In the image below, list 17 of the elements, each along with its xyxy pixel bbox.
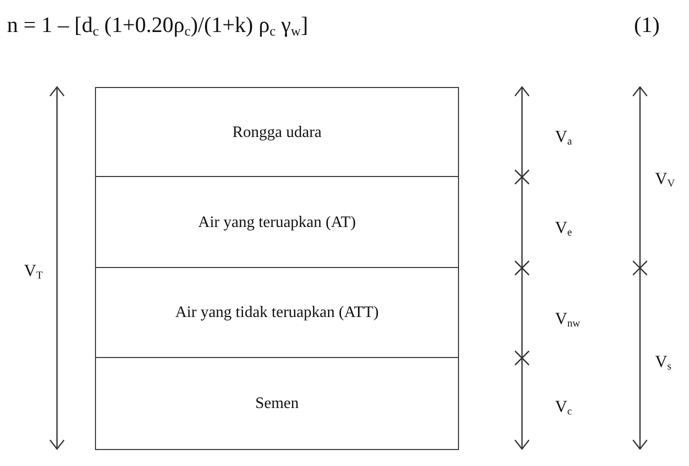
layer-band	[95, 176, 459, 269]
layer-band	[95, 267, 459, 359]
dimension-label: V$_{a}$	[555, 128, 572, 148]
layer-band	[95, 87, 459, 178]
layer-label: Air yang tidak teruapkan (ATT)	[175, 304, 379, 322]
dimension-label: V$_{T}$	[24, 262, 43, 282]
dimension-label: V$_{s}$	[655, 353, 672, 374]
dimension-label: V$_{c}$	[555, 398, 572, 418]
equation: n = 1 – [d$_{c}$ (1+0.20ρ$_{c}$)/(1+k) ρ$_{c}$ γ$_{w}$]	[7, 14, 308, 38]
layer-label: Air yang teruapkan (AT)	[198, 214, 356, 232]
dimension-label: V$_{nw}$	[555, 310, 580, 330]
equation-number: (1)	[634, 14, 660, 36]
layer-band	[95, 357, 459, 450]
layer-label: Rongga udara	[232, 124, 322, 142]
layer-label: Semen	[255, 394, 299, 412]
dimension-label: V$_{e}$	[555, 219, 572, 240]
dimension-label: V$_{V}$	[655, 170, 675, 190]
